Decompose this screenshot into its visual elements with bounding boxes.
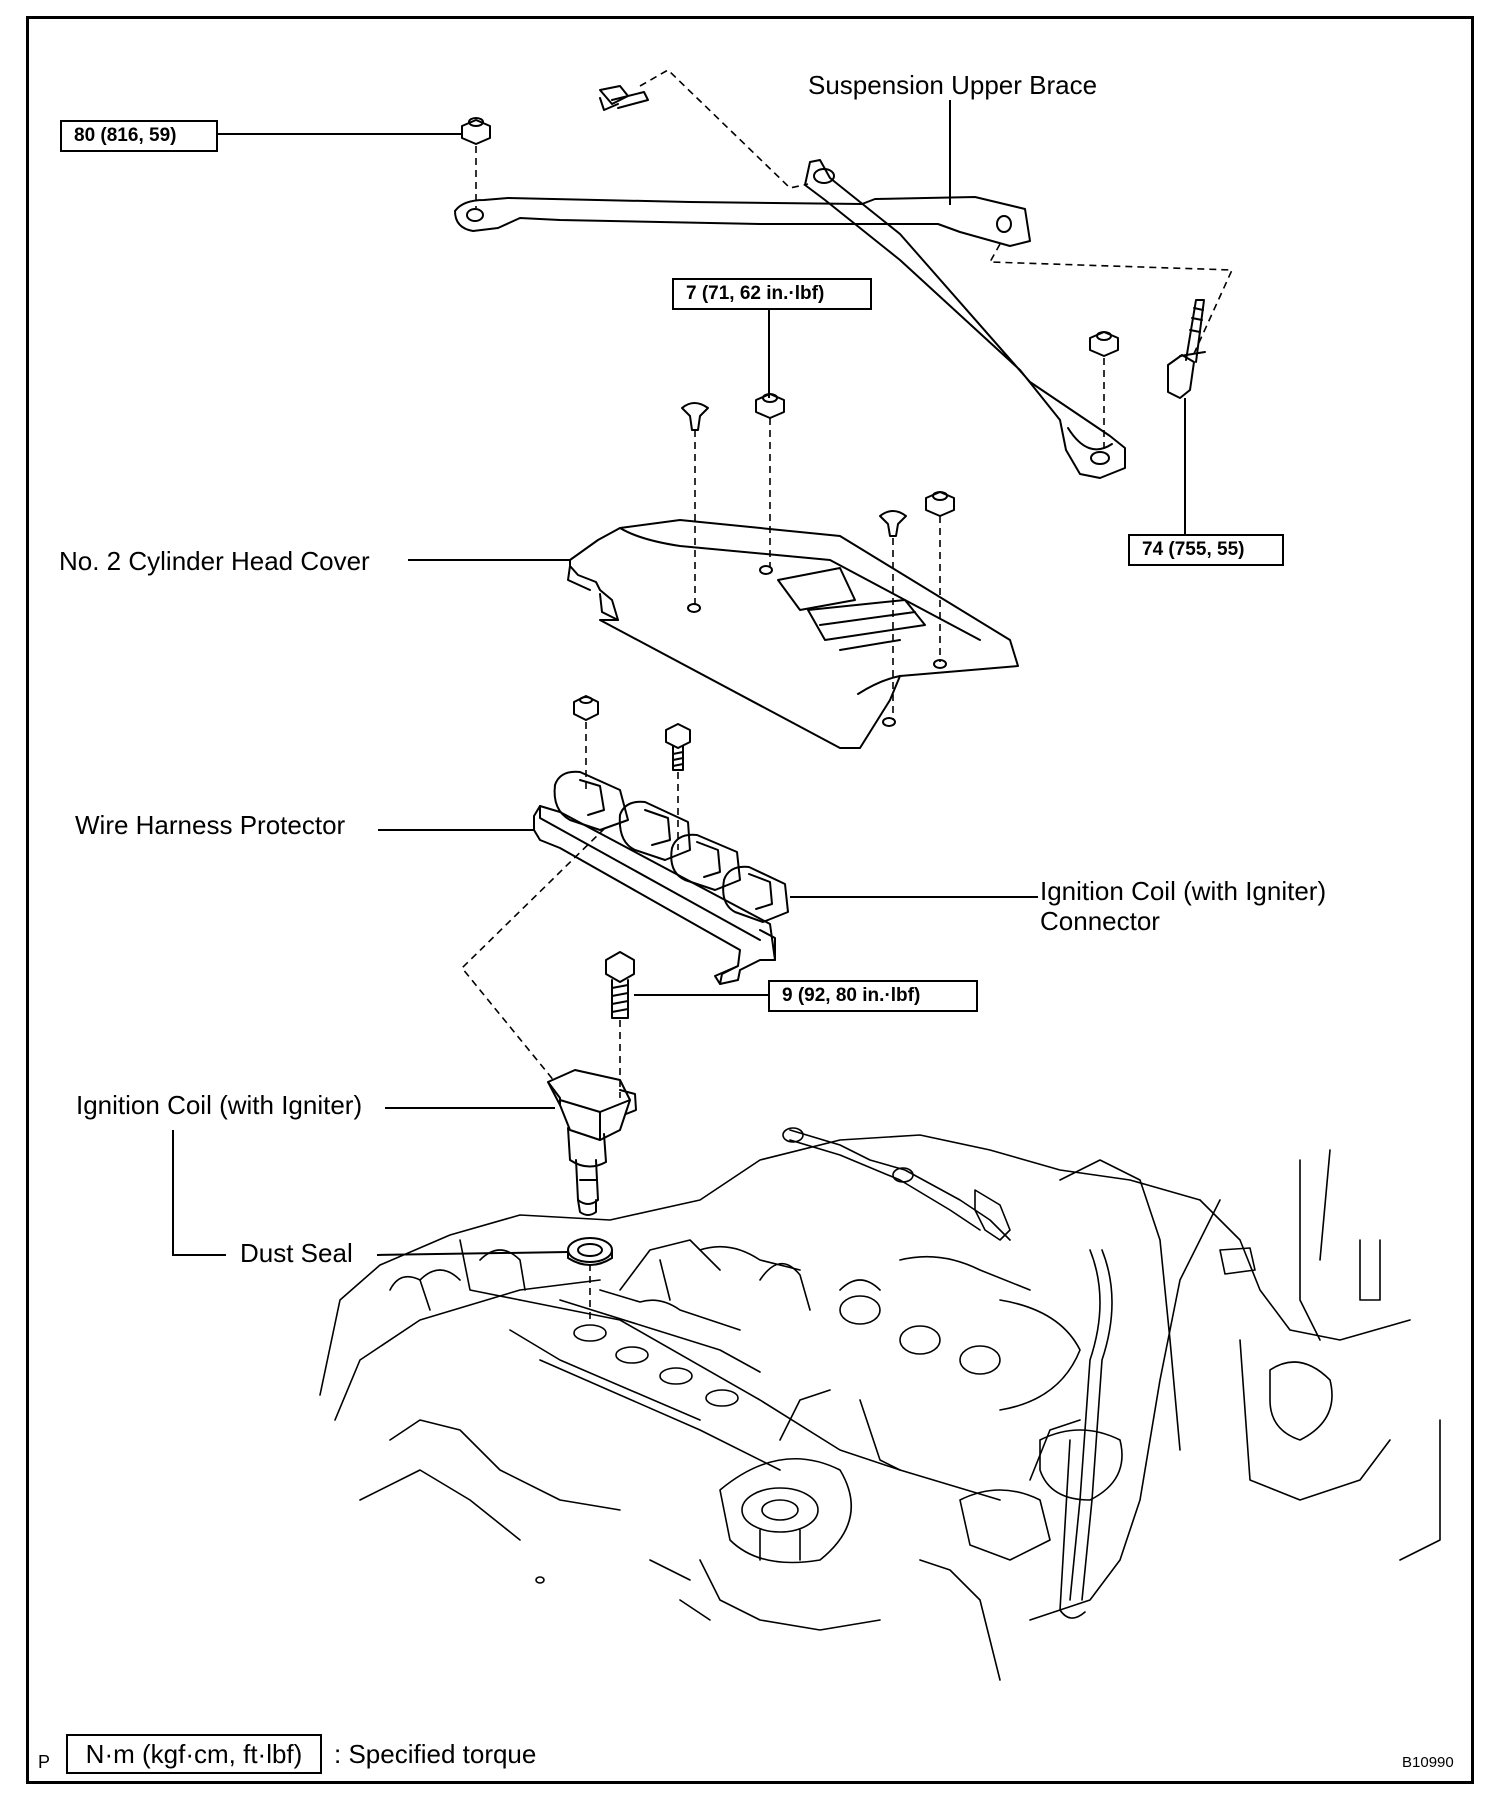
legend-prefix: P: [38, 1752, 51, 1772]
label-dust-seal: Dust Seal: [240, 1238, 353, 1268]
cover-clips-nuts: [681, 393, 955, 537]
protector-bolts: [573, 695, 691, 771]
torque-box-brace-bolt: 74 (755, 55): [1128, 534, 1284, 566]
suspension-upper-brace: [454, 159, 1126, 479]
label-suspension-upper-brace: Suspension Upper Brace: [808, 70, 1098, 100]
label-ignition-coil: Ignition Coil (with Igniter): [76, 1090, 363, 1120]
ignition-coil-bolt: [605, 951, 635, 1019]
torque-box-coil-bolt: 9 (92, 80 in.·lbf): [768, 980, 978, 1012]
leader-lines: [172, 100, 1186, 1256]
brace-bolt-top: [599, 85, 649, 111]
torque-box-cover-nut: 7 (71, 62 in.·lbf): [672, 278, 872, 310]
wire-harness-protector: [533, 805, 776, 985]
label-no2-cylinder-head-cover: No. 2 Cylinder Head Cover: [59, 546, 370, 576]
label-wire-harness-protector: Wire Harness Protector: [75, 810, 346, 840]
legend-unit-box: N·m (kgf·cm, ft·lbf): [66, 1734, 322, 1774]
dust-seal: [567, 1237, 613, 1266]
engine-compartment: [319, 1127, 1441, 1681]
ignition-coil-connectors: [553, 770, 789, 923]
assembly-guide-lines: [460, 69, 1234, 1320]
brace-nut-right: [1089, 331, 1119, 357]
legend-description: : Specified torque: [334, 1739, 537, 1769]
label-ignition-coil-connector-line2: Connector: [1040, 906, 1160, 936]
figure-code: B10990: [1402, 1754, 1454, 1771]
label-ignition-coil-connector-line1: Ignition Coil (with Igniter): [1040, 876, 1327, 906]
torque-box-brace-nut: 80 (816, 59): [60, 120, 218, 152]
brace-nut-left: [461, 117, 491, 145]
cylinder-head-cover: [567, 519, 1019, 749]
diagram-frame: [26, 16, 1474, 1784]
ignition-coil: [547, 1069, 637, 1216]
brace-bolt-right: [1167, 299, 1206, 399]
